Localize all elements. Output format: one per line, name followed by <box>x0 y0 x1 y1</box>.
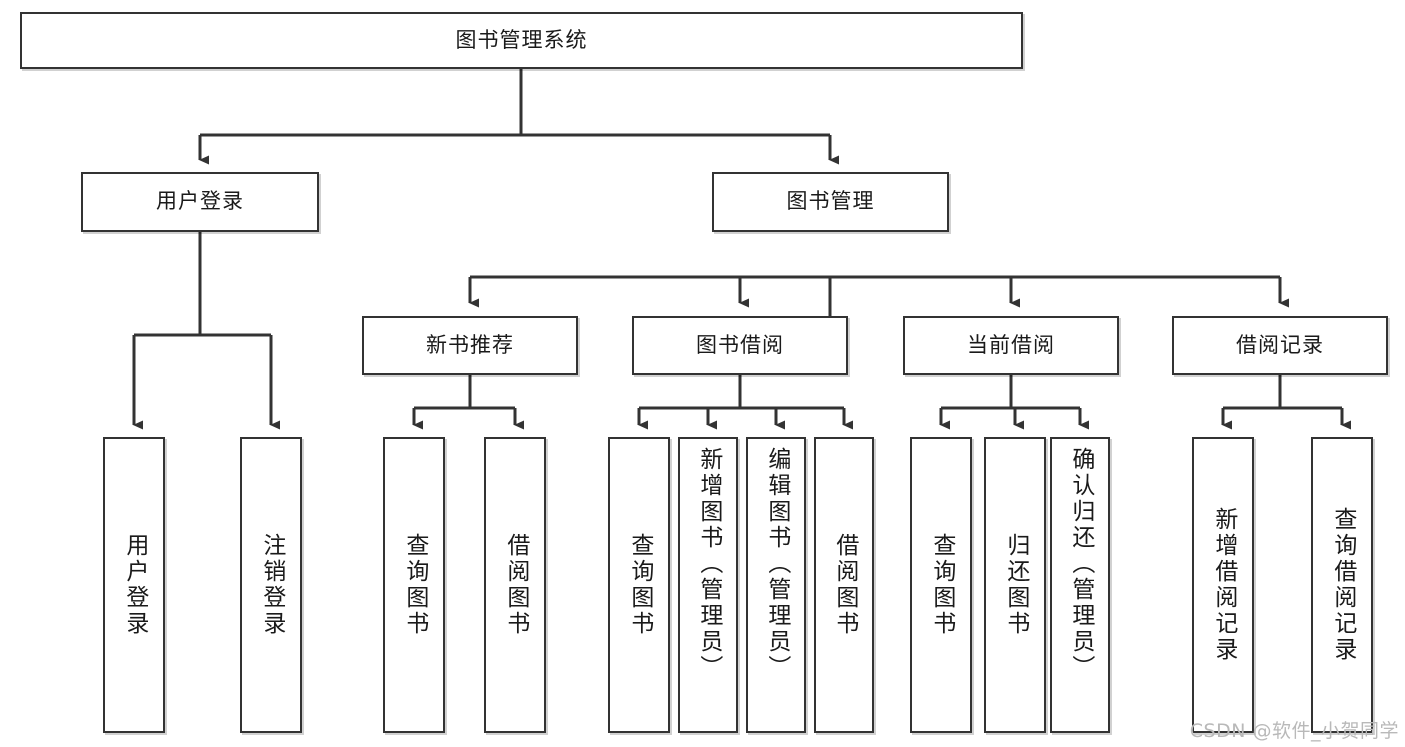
node-leaf-current-return-book[interactable]: 归还图书 <box>984 437 1046 733</box>
node-leaf-record-add[interactable]: 新增借阅记录 <box>1192 437 1254 733</box>
node-current-borrow[interactable]: 当前借阅 <box>903 316 1119 375</box>
node-leaf-borrow-query-book[interactable]: 查询图书 <box>608 437 670 733</box>
node-book-manage[interactable]: 图书管理 <box>712 172 949 232</box>
node-leaf-user-logout[interactable]: 注销登录 <box>240 437 302 733</box>
node-root[interactable]: 图书管理系统 <box>20 12 1023 69</box>
node-leaf-borrow-add-book[interactable]: 新增图书（管理员） <box>678 437 738 733</box>
node-new-book-recommendation[interactable]: 新书推荐 <box>362 316 578 375</box>
node-borrow-record[interactable]: 借阅记录 <box>1172 316 1388 375</box>
node-leaf-rec-borrow-book[interactable]: 借阅图书 <box>484 437 546 733</box>
node-book-borrow[interactable]: 图书借阅 <box>632 316 848 375</box>
node-leaf-borrow-borrow-book[interactable]: 借阅图书 <box>814 437 874 733</box>
node-leaf-user-login[interactable]: 用户登录 <box>103 437 165 733</box>
node-leaf-current-confirm-return[interactable]: 确认归还（管理员） <box>1050 437 1110 733</box>
node-leaf-borrow-edit-book[interactable]: 编辑图书（管理员） <box>746 437 806 733</box>
node-user-login[interactable]: 用户登录 <box>81 172 319 232</box>
node-leaf-current-query-book[interactable]: 查询图书 <box>910 437 972 733</box>
node-leaf-rec-query-book[interactable]: 查询图书 <box>383 437 445 733</box>
node-leaf-record-query[interactable]: 查询借阅记录 <box>1311 437 1373 733</box>
